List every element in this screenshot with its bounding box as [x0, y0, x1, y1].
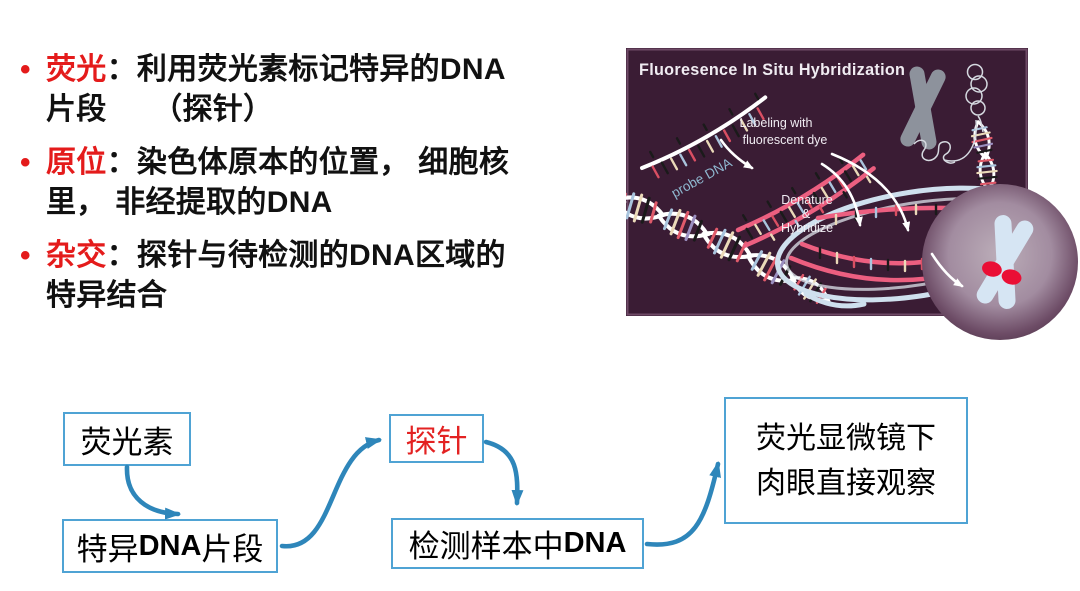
flow-box-label: 探针: [405, 424, 468, 459]
fish-diagram-image: Fluoresence In Situ Hybridization: [626, 48, 1078, 340]
bullet-body-line2: 片段 （探针）: [46, 93, 274, 126]
hybridize-arrow-1: [820, 162, 863, 227]
flow-box-label: 荧光显微镜下肉眼直接观察: [756, 421, 936, 500]
to-nucleus-arrow: [930, 252, 964, 288]
diagram-border: [626, 48, 1028, 316]
labeling-arrow: [719, 138, 754, 170]
denature-label-line3: Hybridize: [781, 221, 833, 235]
flow-box-label: 片段: [201, 531, 264, 567]
arrow-sample-to-microscope: [644, 461, 721, 547]
gray-chromosome-icon: [900, 66, 946, 150]
arrow-probe-to-sample: [483, 439, 524, 506]
bullet-text: 原位：染色体原本的位置， 细胞核 里， 非经提取的DNA: [46, 143, 509, 223]
bullet-body: 利用荧光素标记特异的: [136, 53, 440, 86]
dna-text: DNA: [266, 186, 333, 219]
bullet-text: 杂交：探针与待检测的DNA区域的 特异结合: [46, 236, 506, 316]
hybridize-arrow-2: [830, 152, 911, 232]
bullet-item-fluorescence: 荧光：利用荧光素标记特异的DNA 片段 （探针）: [20, 50, 620, 130]
bullet-text: 荧光：利用荧光素标记特异的DNA 片段 （探针）: [46, 50, 506, 130]
term-hybridization: 杂交: [46, 239, 107, 272]
bullet-body: 染色体原本的位置， 细胞核: [136, 146, 510, 179]
bullet-item-hybridization: 杂交：探针与待检测的DNA区域的 特异结合: [20, 236, 620, 316]
denature-label-line1: Denature: [781, 193, 832, 207]
nucleus-chromosome-icon: [976, 215, 1034, 309]
diagram-title: Fluoresence In Situ Hybridization: [639, 61, 905, 79]
dna-text: DNA: [349, 239, 415, 272]
bullet-body-line2: 里， 非经提取的: [46, 186, 267, 219]
labeling-label-line1: Labeling with: [740, 116, 813, 130]
bullet-list: 荧光：利用荧光素标记特异的DNA 片段 （探针） 原位：染色体原本的位置， 细胞…: [20, 50, 620, 329]
dna-coil-icon: [943, 63, 988, 162]
chromatin-squiggle: [913, 139, 956, 164]
flow-box-label: 特异: [76, 531, 139, 567]
bullet-dot: [20, 236, 46, 316]
genomic-dna-helix-icon: [626, 175, 867, 312]
bullet-body: 探针与待检测的: [136, 239, 350, 272]
arrow-fluorescein-to-fragment: [124, 464, 181, 520]
dna-text: DNA: [563, 527, 627, 559]
dna-text: DNA: [138, 529, 202, 562]
fluorescent-signal-dots: [982, 261, 1022, 285]
bullet-item-insitu: 原位：染色体原本的位置， 细胞核 里， 非经提取的DNA: [20, 143, 620, 223]
flow-box-fluorescence-microscope: 荧光显微镜下肉眼直接观察: [724, 397, 968, 524]
flow-box-probe: 探针: [389, 414, 484, 463]
bullet-dot: [20, 50, 46, 130]
flow-box-label: 荧光素: [80, 424, 174, 460]
dna-text: DNA: [439, 53, 506, 86]
bullet-body-line2: 特异结合: [46, 279, 168, 312]
term-fluorescence: 荧光: [46, 53, 107, 86]
bullet-body: 区域的: [414, 239, 506, 272]
arrow-fragment-to-probe: [279, 437, 382, 549]
denature-label-line2: &: [802, 207, 811, 221]
flow-box-fluorescein: 荧光素: [63, 412, 191, 466]
colon: ：: [106, 53, 137, 86]
colon: ：: [106, 239, 137, 272]
nucleus-circle: [922, 184, 1078, 340]
term-insitu: 原位: [46, 146, 107, 179]
labeling-label-line2: fluorescent dye: [743, 133, 828, 147]
bullet-dot: [20, 143, 46, 223]
colon: ：: [106, 146, 137, 179]
flow-box-label: 检测样本中: [408, 529, 564, 564]
labeled-probe-strand-icon: [735, 152, 876, 248]
